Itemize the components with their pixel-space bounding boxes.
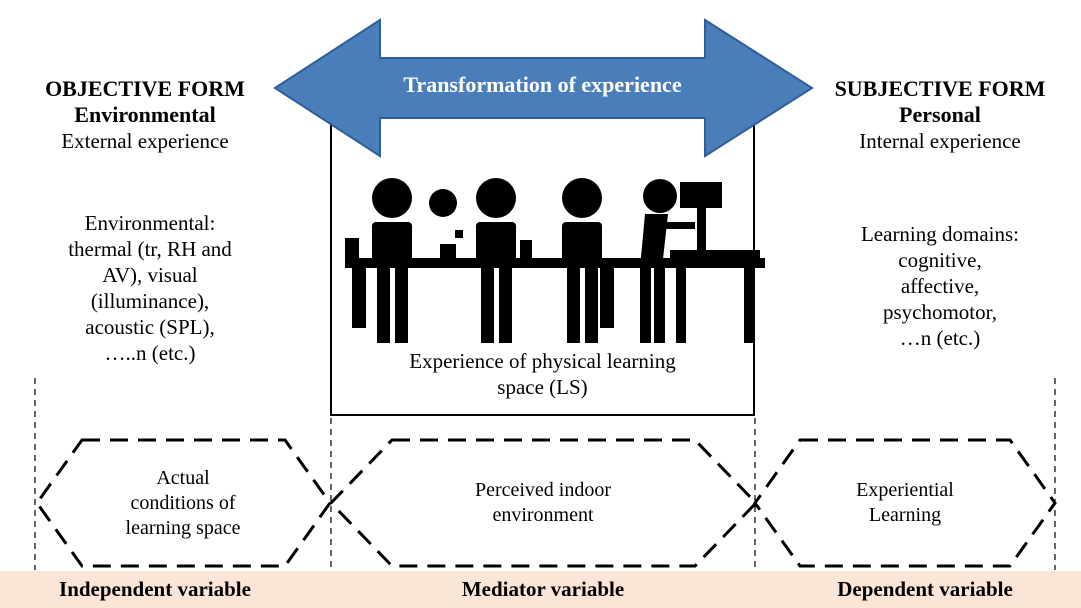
- left-column: OBJECTIVE FORM Environmental External ex…: [10, 76, 280, 154]
- left-details: Environmental: thermal (tr, RH and AV), …: [30, 210, 270, 366]
- right-detail-line: …n (etc.): [899, 326, 981, 350]
- right-detail-line: psychomotor,: [882, 300, 998, 324]
- hexagon-right: [753, 438, 1057, 568]
- left-detail-line: thermal (tr, RH and: [68, 237, 232, 261]
- hexagon-left-line: learning space: [125, 517, 241, 539]
- arrow-label: Transformation of experience: [403, 72, 682, 97]
- left-detail-line: acoustic (SPL),: [85, 315, 215, 339]
- hexagon-left: [35, 438, 332, 568]
- hexagon-right-text: Experiential Learning: [780, 478, 1030, 528]
- right-detail-line: cognitive,: [898, 248, 982, 272]
- left-detail-line: AV), visual: [102, 263, 198, 287]
- hexagon-left-text: Actual conditions of learning space: [60, 466, 306, 541]
- left-detail-line: …..n (etc.): [104, 341, 196, 365]
- left-detail-line: Environmental:: [84, 211, 216, 235]
- left-detail-line: (illuminance),: [90, 289, 210, 313]
- right-heading-subjective: SUBJECTIVE FORM: [834, 76, 1046, 101]
- center-caption-line: space (LS): [497, 375, 588, 399]
- hexagon-left-line: conditions of: [130, 492, 236, 514]
- center-caption: Experience of physical learning space (L…: [335, 348, 750, 400]
- variable-bar: [0, 571, 1081, 608]
- center-caption-line: Experience of physical learning: [409, 349, 676, 373]
- hexagon-left-line: Actual: [156, 467, 210, 489]
- independent-variable-label: Independent variable: [59, 577, 251, 601]
- hexagon-center-text: Perceived indoor environment: [360, 478, 726, 528]
- hexagon-right-line: Experiential: [856, 479, 954, 501]
- left-heading-environmental: Environmental: [74, 102, 216, 127]
- right-subheading: Internal experience: [859, 129, 1021, 153]
- workers-pictogram: [345, 178, 765, 343]
- left-heading-objective: OBJECTIVE FORM: [45, 76, 245, 101]
- right-detail-line: affective,: [900, 274, 980, 298]
- right-heading-personal: Personal: [899, 102, 981, 127]
- dependent-variable-label: Dependent variable: [837, 577, 1013, 601]
- hexagon-center: [328, 438, 759, 568]
- right-details: Learning domains: cognitive, affective, …: [820, 221, 1060, 351]
- left-subheading: External experience: [61, 129, 229, 153]
- hexagon-center-line: Perceived indoor: [474, 479, 612, 501]
- transformation-arrow: [273, 18, 814, 158]
- mediator-variable-label: Mediator variable: [461, 577, 625, 601]
- right-column: SUBJECTIVE FORM Personal Internal experi…: [805, 76, 1075, 154]
- hexagon-right-line: Learning: [868, 504, 942, 526]
- right-detail-line: Learning domains:: [860, 222, 1020, 246]
- hexagon-center-line: environment: [492, 504, 594, 526]
